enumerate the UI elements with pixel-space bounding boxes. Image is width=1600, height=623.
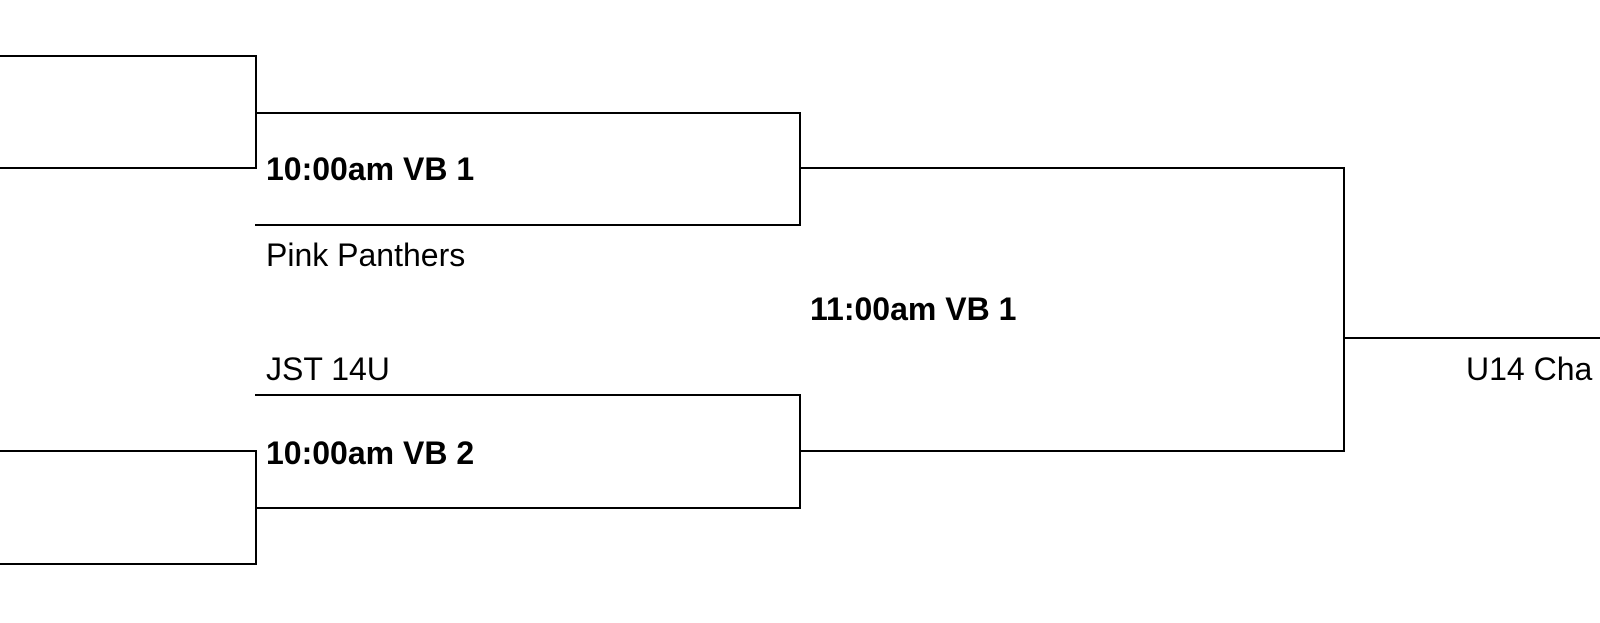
team-jst-14u-label: JST 14U [266, 351, 390, 387]
feeder-line-bottom [0, 450, 257, 565]
semifinal-line [799, 167, 1345, 452]
team-pink-panthers-label: Pink Panthers [266, 237, 466, 273]
final-label: U14 Cha [1466, 351, 1593, 387]
semifinal-time-label: 11:00am VB 1 [810, 291, 1017, 327]
match-1-time-label: 10:00am VB 1 [266, 151, 475, 187]
feeder-line-top [0, 55, 257, 169]
match-2-time-label: 10:00am VB 2 [266, 435, 475, 471]
